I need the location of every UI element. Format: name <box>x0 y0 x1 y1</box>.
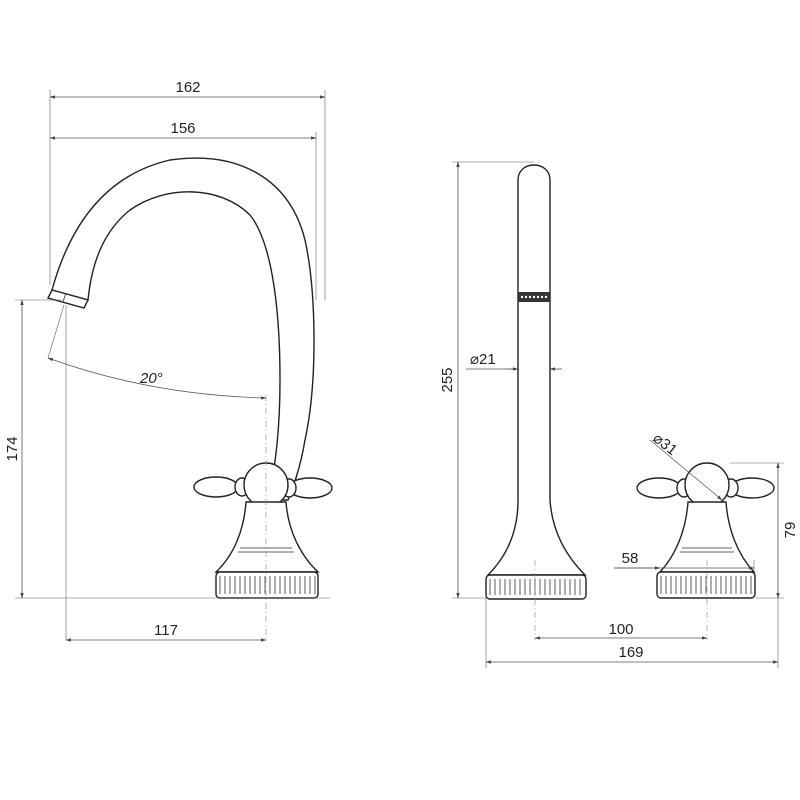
aerator-hole <box>520 295 524 299</box>
diameter-value: 21 <box>479 351 496 368</box>
dim-117: 117 <box>154 622 178 639</box>
handle-diameter-value: 31 <box>657 435 681 459</box>
front-view <box>485 164 775 640</box>
dim-169: 169 <box>618 644 643 661</box>
side-view <box>46 157 333 640</box>
aerator-hole <box>528 295 532 299</box>
front-view-dimensions: 255 ⌀21 ⌀31 79 58 100 169 <box>439 161 799 668</box>
side-view-dimensions: 162 156 174 20° 117 <box>4 79 330 642</box>
aerator-hole <box>524 295 528 299</box>
dim-100: 100 <box>608 621 633 638</box>
front-spout-base <box>485 574 587 600</box>
spout-outline <box>51 157 315 501</box>
side-body <box>214 501 320 573</box>
dim-20-degrees: 20° <box>139 370 163 387</box>
dim-diameter-21: ⌀21 <box>470 351 496 368</box>
spout-tip <box>46 289 90 309</box>
left-handle-lever <box>193 476 239 498</box>
dim-174: 174 <box>4 436 21 461</box>
aerator-hole <box>532 295 536 299</box>
dim-79: 79 <box>782 522 799 539</box>
aerator-hole <box>536 295 540 299</box>
front-left-lever <box>636 477 682 499</box>
aerator-hole <box>544 295 548 299</box>
front-handle-hub <box>684 462 730 508</box>
dim-255: 255 <box>439 367 456 392</box>
side-base <box>215 571 319 599</box>
dim-diameter-31: ⌀31 <box>650 430 681 459</box>
diameter-symbol: ⌀ <box>470 351 479 368</box>
dim-156: 156 <box>170 120 195 137</box>
dim-162: 162 <box>175 79 200 96</box>
front-spout <box>486 164 587 576</box>
dim-58: 58 <box>622 550 639 567</box>
aerator-hole <box>540 295 544 299</box>
